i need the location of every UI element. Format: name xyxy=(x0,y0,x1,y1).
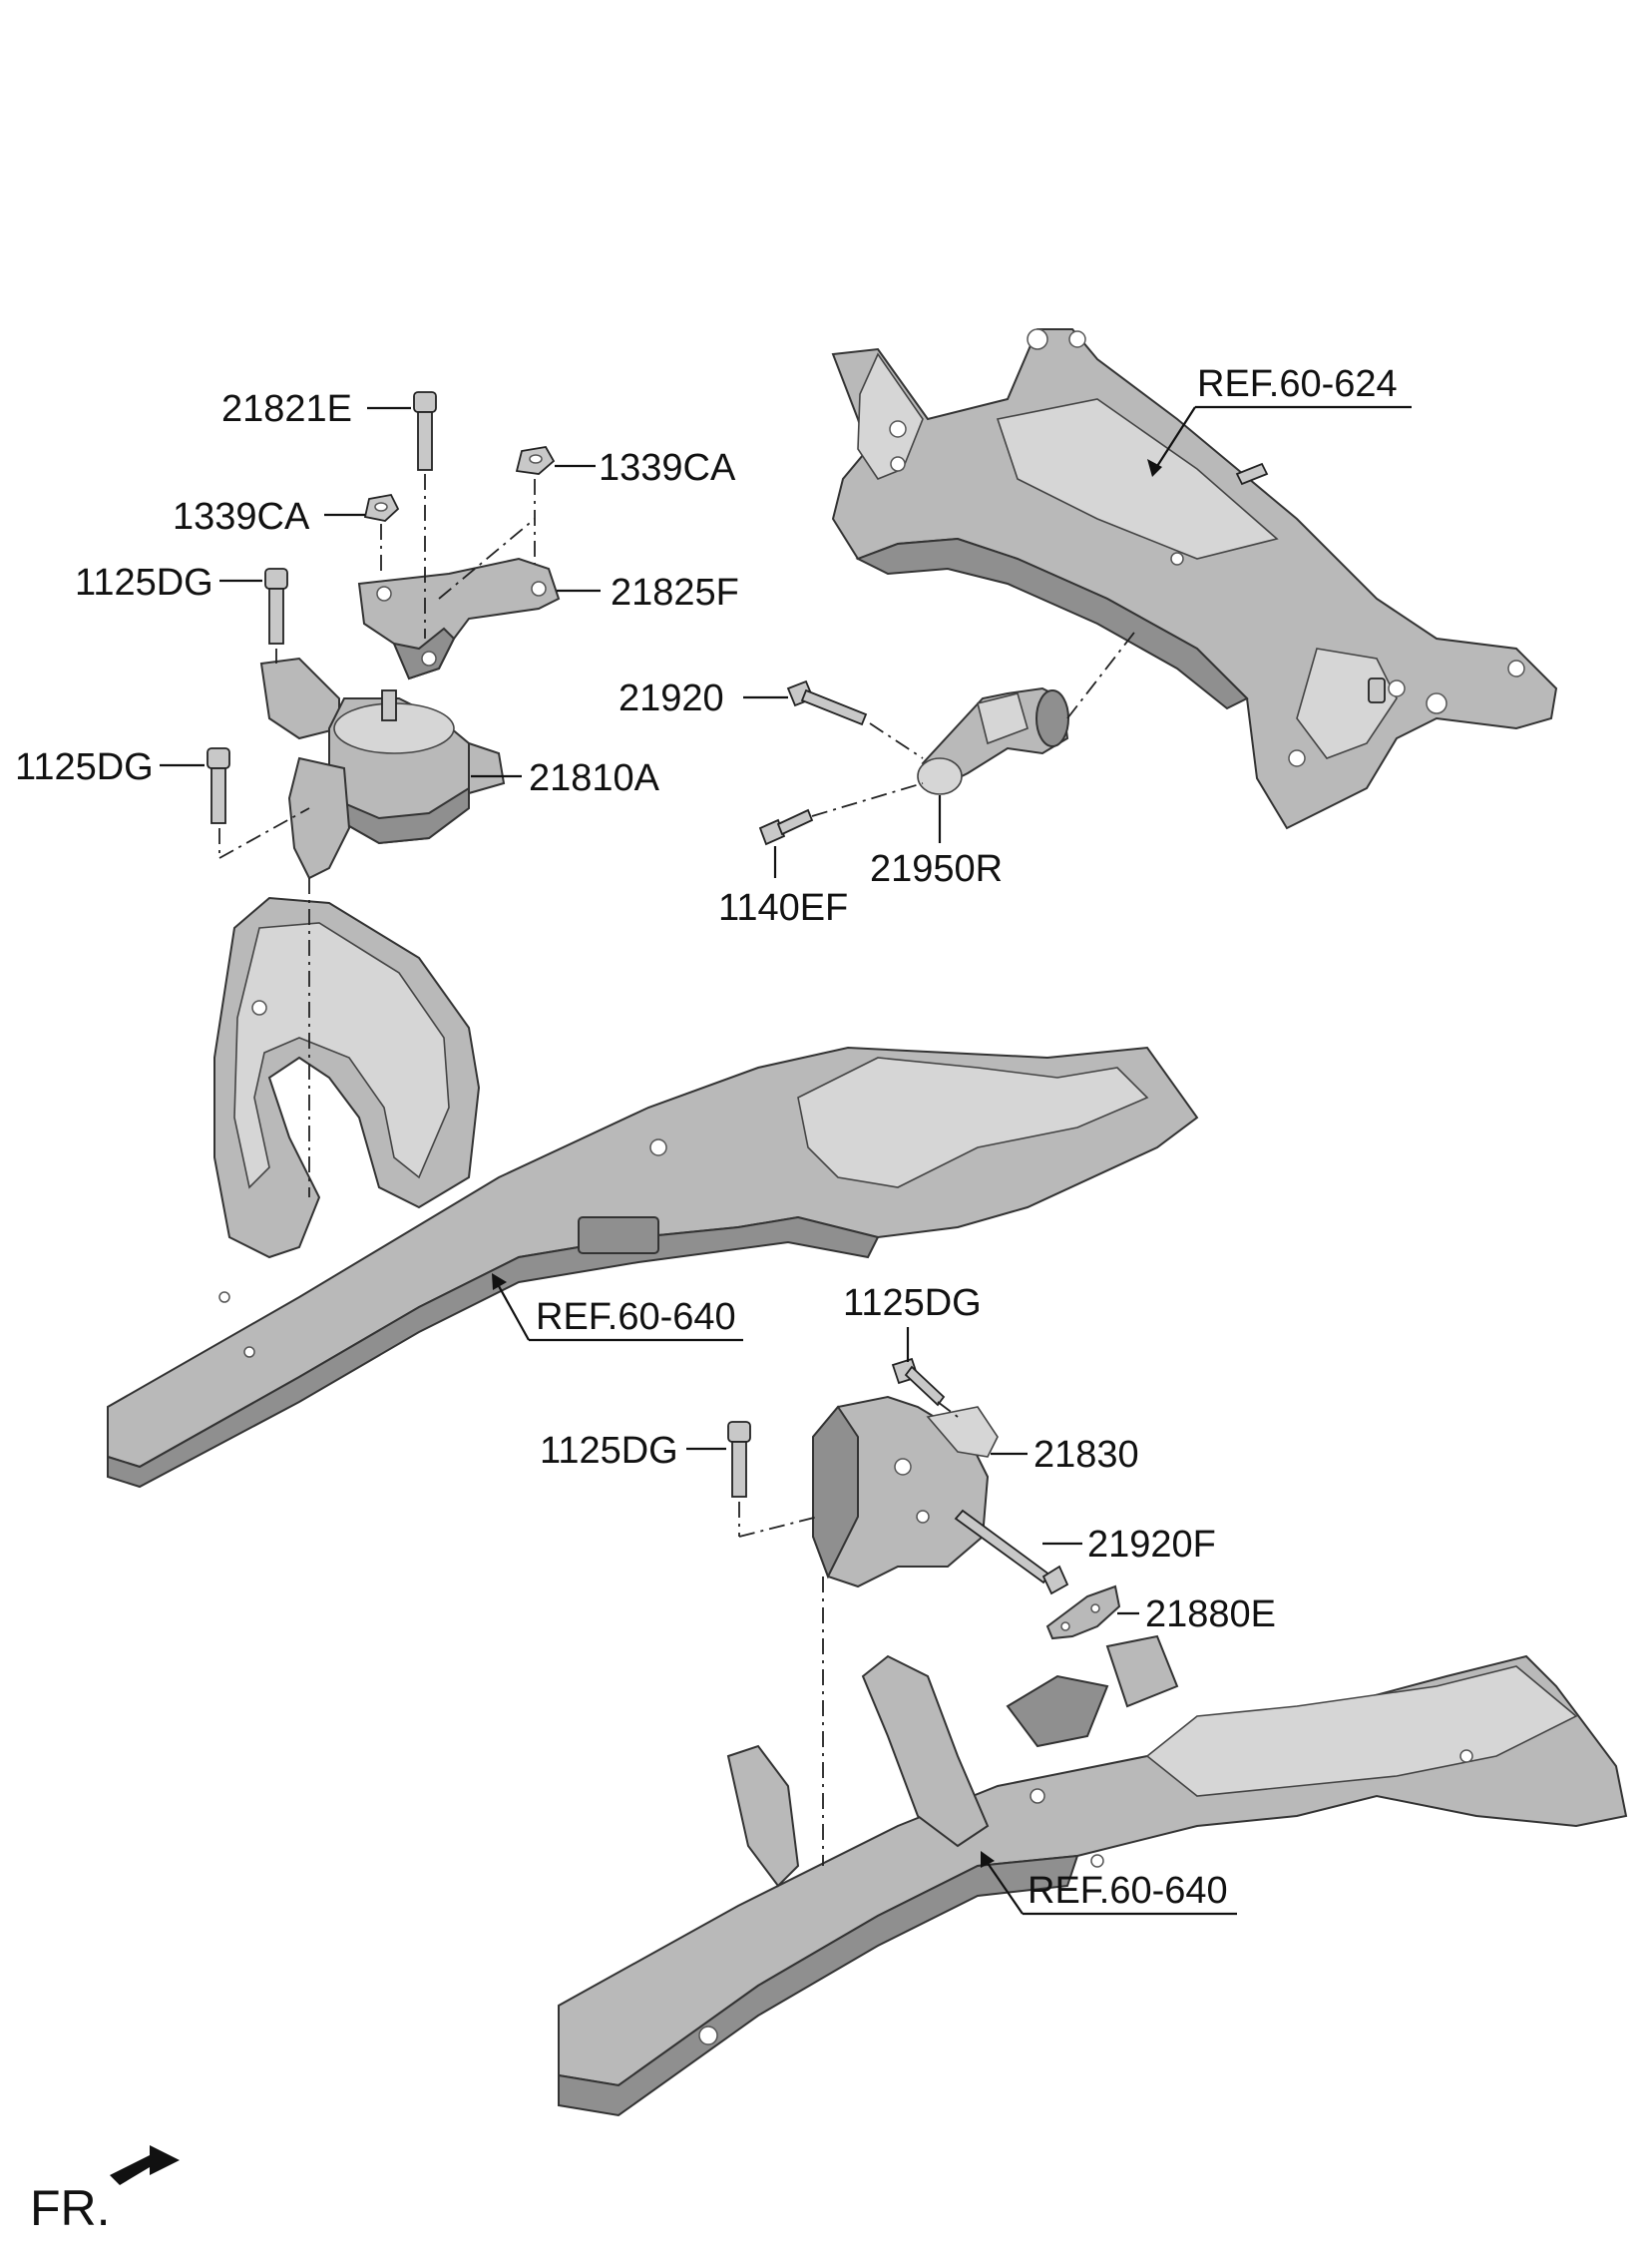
label-21821E: 21821E xyxy=(221,388,352,430)
bolt-1125DG-upper-left xyxy=(264,568,288,645)
label-ref-60-624: REF.60-624 xyxy=(1197,363,1398,405)
bolt-21920 xyxy=(786,679,868,726)
label-21880E: 21880E xyxy=(1145,1593,1276,1635)
label-21950R: 21950R xyxy=(870,848,1003,890)
right-front-side-member xyxy=(558,1634,1628,2117)
label-1140EF: 1140EF xyxy=(718,887,848,929)
part-labels: 21821E 1339CA 1339CA 1125DG 21825F 21920… xyxy=(15,363,1398,2236)
label-21920: 21920 xyxy=(619,677,724,719)
engine-mount-21810A xyxy=(259,657,506,880)
label-1125DG-1: 1125DG xyxy=(75,562,213,604)
label-21830: 21830 xyxy=(1033,1434,1139,1476)
label-1125DG-2: 1125DG xyxy=(15,746,154,788)
bracket-21825F xyxy=(357,557,561,680)
label-21825F: 21825F xyxy=(611,572,739,614)
front-label: FR. xyxy=(30,2180,111,2236)
transmission-mount-21830 xyxy=(812,1395,999,1588)
label-1125DG-4: 1125DG xyxy=(540,1430,678,1472)
label-1339CA-upper: 1339CA xyxy=(599,447,736,489)
bracket-21880E xyxy=(1045,1584,1121,1640)
label-21920F: 21920F xyxy=(1087,1524,1216,1566)
label-21810A: 21810A xyxy=(529,757,660,799)
bolt-1125DG-lower-left xyxy=(727,1421,751,1498)
front-arrow-icon xyxy=(110,2145,180,2185)
label-1125DG-3: 1125DG xyxy=(843,1282,982,1324)
bolt-1125DG-mid-left xyxy=(206,747,230,824)
label-ref-60-640-upper: REF.60-640 xyxy=(536,1296,736,1338)
bolt-21920F xyxy=(954,1509,1069,1595)
nut-1339CA-upper xyxy=(515,446,556,475)
bolt-21821E xyxy=(413,391,437,471)
nut-1339CA-lower xyxy=(363,493,400,522)
roll-rod-21950R xyxy=(917,686,1069,795)
label-ref-60-640-lower: REF.60-640 xyxy=(1028,1870,1228,1912)
bolt-1140EF xyxy=(758,808,814,846)
front-subframe xyxy=(831,328,1558,830)
leader-lines xyxy=(160,405,1412,1916)
assembly-lines xyxy=(218,474,1138,1866)
bolt-1125DG-lower-center xyxy=(891,1357,946,1407)
left-front-side-member xyxy=(107,896,1199,1489)
label-1339CA-lower: 1339CA xyxy=(173,496,310,538)
